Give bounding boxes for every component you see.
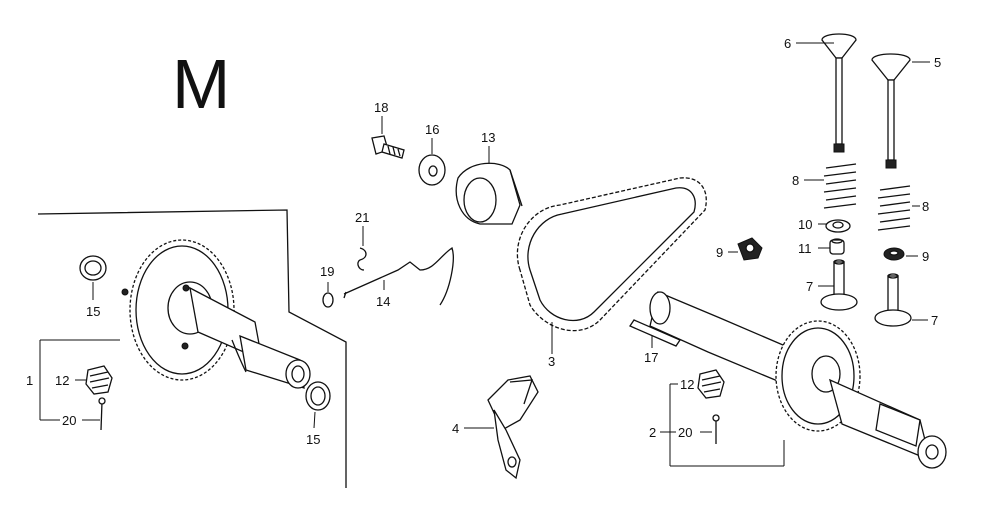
valve-6: [821, 33, 857, 153]
tappet-7-left: [820, 259, 858, 311]
callout-7-left: 7: [806, 279, 813, 294]
callout-10: 10: [798, 217, 812, 232]
pin-20-left: [98, 397, 106, 431]
retainer-10: [825, 219, 851, 233]
nut-9-center: [737, 237, 763, 261]
callout-12-left: 12: [55, 373, 69, 388]
leader-lines: [39, 42, 930, 467]
callout-12-right: 12: [680, 377, 694, 392]
callout-18: 18: [374, 100, 388, 115]
callout-19: 19: [320, 264, 334, 279]
cap-11: [829, 238, 845, 255]
spring-8-right: [877, 185, 911, 231]
cover-outline: [37, 209, 347, 488]
washer-15-lower: [305, 381, 331, 411]
callout-2: 2: [649, 425, 656, 440]
pin-20-right: [712, 414, 720, 444]
valve-5: [871, 53, 911, 169]
weight-12-left: [85, 365, 113, 395]
callout-3: 3: [548, 354, 555, 369]
callout-15-upper: 15: [86, 304, 100, 319]
callout-8-left: 8: [792, 173, 799, 188]
crankshaft-gear: [121, 239, 311, 389]
callout-20-left: 20: [62, 413, 76, 428]
callout-4: 4: [452, 421, 459, 436]
tappet-7-right: [874, 273, 912, 327]
callout-11: 11: [798, 241, 812, 256]
callout-1: 1: [26, 373, 33, 388]
callout-13: 13: [481, 130, 495, 145]
callout-7-right: 7: [931, 313, 938, 328]
washer-16: [418, 154, 446, 186]
callout-labels: 15 1 12 20 15 18 16 13 21 19 14 3 4 17 1…: [26, 36, 941, 447]
key-17: [629, 319, 681, 347]
callout-15-lower: 15: [306, 432, 320, 447]
callout-21: 21: [355, 210, 369, 225]
callout-6: 6: [784, 36, 791, 51]
tensioner-4: [487, 375, 539, 480]
callout-5: 5: [934, 55, 941, 70]
bolt-18: [371, 135, 405, 159]
callout-17: 17: [644, 350, 658, 365]
callout-9-center: 9: [716, 245, 723, 260]
washer-19: [322, 292, 334, 308]
washer-15-upper: [79, 255, 107, 281]
timing-chain-3: [516, 177, 707, 332]
callout-20-right: 20: [678, 425, 692, 440]
retainer-9-right: [883, 247, 905, 261]
spring-8-left: [823, 163, 857, 209]
callout-14: 14: [376, 294, 390, 309]
clip-21: [357, 247, 367, 271]
callout-9-right: 9: [922, 249, 929, 264]
section-letter: M: [172, 45, 230, 123]
callout-8-right: 8: [922, 199, 929, 214]
weight-12-right: [697, 369, 725, 399]
camshaft-sprocket: [649, 291, 947, 469]
holder-13: [455, 162, 523, 225]
spring-arm-14: [343, 246, 454, 306]
callout-16: 16: [425, 122, 439, 137]
